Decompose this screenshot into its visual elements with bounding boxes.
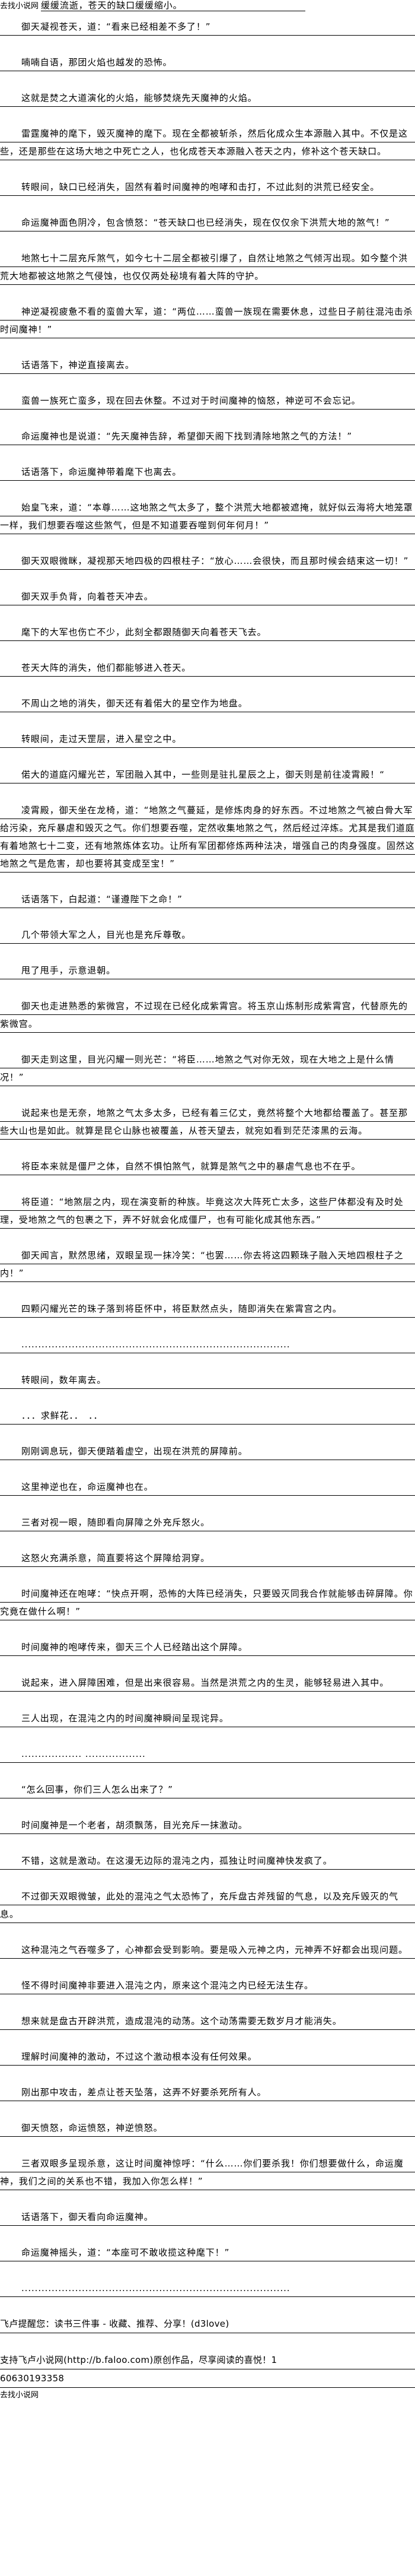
paragraph: 三人出现，在混沌之内的时间魔神瞬间呈现诧异。 [0, 1709, 415, 1727]
paragraph: 御天走到这里，目光闪耀一则光芒：“将臣……地煞之气对你无效，现在大地之上是什么情… [0, 1051, 415, 1086]
paragraph: 不过御天双眼微皱，此处的混沌之气太恐怖了，充斥盘古斧残留的气息，以及充斥毁灭的气… [0, 1887, 415, 1923]
paragraph: 御天愤怒，命运愤怒，神逆愤怒。 [0, 2119, 415, 2137]
paragraph: 说起来也是无奈，地煞之气太多太多，已经有着三亿丈，竟然将整个大地都给覆盖了。甚至… [0, 1104, 415, 1140]
paragraph: 将臣道：“地煞层之内，现在演变新的种族。毕竟这次大阵死亡太多，这些尸体都没有及时… [0, 1193, 415, 1229]
paragraph: 时间魔神的咆哮传来，御天三个人已经踏出这个屏障。 [0, 1638, 415, 1656]
paragraph: 三者对视一眼，随即看向屏障之外充斥怒火。 [0, 1514, 415, 1531]
paragraph: 时间魔神还在咆哮：“快点开啊，恐怖的大阵已经消失，只要毁灭同我合作就能够击碎屏障… [0, 1585, 415, 1620]
paragraph: 蛮兽一族死亡蛮多，现在回去休整。不过对于时间魔神的恼怒，神逆可不会忘记。 [0, 392, 415, 410]
paragraph: 苍天大阵的消失，他们都能够进入苍天。 [0, 659, 415, 677]
paragraph: 不周山之地的消失，御天还有着偌大的星空作为地盘。 [0, 694, 415, 712]
paragraph: 转眼间，缺口已经消失，固然有着时间魔神的咆哮和击打，不过此刻的洪荒已经安全。 [0, 178, 415, 196]
paragraph: 雷霆魔神的麾下，毁灭魔神的麾下。现在全都被斩杀，然后化成众生本源融入其中。不仅是… [0, 125, 415, 160]
top-line: 去找小说网缓缓流逝，苍天的缺口缓缓缩小。 [0, 0, 415, 13]
truncated-text-fragment: 缓缓流逝，苍天的缺口缓缓缩小。 [41, 0, 306, 11]
paragraph: 话语落下，命运魔神带着麾下也离去。 [0, 463, 415, 481]
paragraph: .................. .................. [0, 1745, 415, 1763]
paragraph: 话语落下，神逆直接离去。 [0, 356, 415, 374]
paragraph: 御天双眼微眯，凝视那天地四极的四根柱子：“放心……会很快，而且那时候会结束这一切… [0, 552, 415, 570]
paragraph: 不错，这就是激动。在这漫无边际的混沌之内，孤独让时间魔神快发疯了。 [0, 1852, 415, 1870]
paragraph: ........................................… [0, 1335, 415, 1353]
reading-reminder: 飞卢提醒您：读书三件事 - 收藏、推荐、分享！(d3love) [0, 2315, 415, 2333]
paragraph: ........................................… [0, 2279, 415, 2297]
paragraph: 麾下的大军也伤亡不少，此刻全都跟随御天向着苍天飞去。 [0, 623, 415, 641]
paragraph: 怪不得时间魔神非要进入混沌之内，原来这个混沌之内已经无法生存。 [0, 1977, 415, 1994]
paragraph: 刚刚调息玩，御天便踏着虚空，出现在洪荒的屏障前。 [0, 1442, 415, 1460]
paragraph: 这种混沌之气吞噬多了，心神都会受到影响。要是吸入元神之内，元神弄不好都会出现问题… [0, 1941, 415, 1959]
chapter-content: 御天凝视苍天，道：“看来已经相差不多了！” 喃喃自语，那团火焰也越发的恐怖。这就是… [0, 13, 415, 2297]
paragraph: 命运魔神也是说道：“先天魔神告辞，希望御天阁下找到清除地煞之气的方法！” [0, 427, 415, 445]
paragraph: 说起来，进入屏障困难，但是出来很容易。当然是洪荒之内的生灵，能够轻易进入其中。 [0, 1674, 415, 1692]
paragraph: 命运魔神摇头，道：“本座可不敢收揽这种麾下！” [0, 2244, 415, 2261]
paragraph: 几个带领大军之人，目光也是充斥尊敬。 [0, 926, 415, 944]
paragraph: “怎么回事，你们三人怎么出来了？” [0, 1781, 415, 1798]
site-name-footer: 去找小说网 [0, 2391, 39, 2400]
paragraph: 地煞七十二层充斥煞气，如今七十二层全都被引爆了，自然让地煞之气倾泻出现。如今整个… [0, 249, 415, 285]
paragraph: 御天凝视苍天，道：“看来已经相差不多了！” [0, 18, 415, 36]
support-faloo-link[interactable]: 支持飞卢小说网(http://b.faloo.com)原创作品，尽享阅读的喜悦！… [0, 2351, 415, 2369]
paragraph: 御天双手负背，向着苍天冲去。 [0, 588, 415, 605]
paragraph: 这里神逆也在，命运魔神也在。 [0, 1478, 415, 1496]
paragraph: 四颗闪耀光芒的珠子落到将臣怀中，将臣默然点头，随即消失在紫霄宫之内。 [0, 1300, 415, 1318]
paragraph: 始皇飞来，道：“本尊……这地煞之气太多了，整个洪荒大地都被遮掩，就好似云海将大地… [0, 499, 415, 534]
paragraph: ．．．求鲜花．． ．． [0, 1407, 415, 1425]
paragraph: 命运魔神面色阴冷，包含愤怒：“苍天缺口也已经消失，现在仅仅余下洪荒大地的煞气！” [0, 214, 415, 231]
paragraph: 喃喃自语，那团火焰也越发的恐怖。 [0, 53, 415, 71]
paragraph: 话语落下，御天看向命运魔神。 [0, 2208, 415, 2226]
paragraph: 偌大的道庭闪耀光芒，军团融入其中，一些则是驻扎星辰之上，御天则是前往凌霄殿！“ [0, 766, 415, 783]
paragraph: 转眼间，走过天罡层，进入星空之中。 [0, 730, 415, 748]
paragraph: 转眼间，数年离去。 [0, 1371, 415, 1389]
paragraph: 御天闻言，默然思绪，双眼呈现一抹冷笑：“也罢……你去将这四颗珠子融入天地四根柱子… [0, 1246, 415, 1282]
paragraph: 这怒火充满杀意，简直要将这个屏障给洞穿。 [0, 1549, 415, 1567]
page-code: 60630193358 [0, 2369, 415, 2388]
paragraph: 想来就是盘古开辟洪荒，造成混沌的动荡。这个动荡需要无数岁月才能消失。 [0, 2012, 415, 2030]
paragraph: 刚出那中攻击，差点让苍天坠落，这弄不好要杀死所有人。 [0, 2083, 415, 2101]
paragraph: 甩了甩手，示意退朝。 [0, 962, 415, 979]
paragraph: 这就是焚之大道演化的火焰，能够焚烧先天魔神的火焰。 [0, 89, 415, 107]
paragraph: 三者双眼多呈现杀意，这让时间魔神惊呼：“什么……你们要杀我！你们想要做什么，命运… [0, 2155, 415, 2190]
paragraph: 时间魔神是一个老者，胡须飘荡，目光充斥一抹激动。 [0, 1816, 415, 1834]
paragraph: 理解时间魔神的激动，不过这个激动根本没有任何效果。 [0, 2048, 415, 2066]
site-name-header: 去找小说网 [0, 2, 39, 11]
paragraph: 话语落下，白起道：“谨遵陛下之命！” [0, 890, 415, 908]
paragraph: 神逆凝视疲惫不看的蛮兽大军，道：“两位……蛮兽一族现在需要休息，过些日子前往混沌… [0, 303, 415, 338]
paragraph: 凌霄殿，御天坐在龙椅，道：“地煞之气蔓延，是修炼肉身的好东西。不过地煞之气被白骨… [0, 801, 415, 873]
paragraph: 将臣本来就是僵尸之体，自然不惧怕煞气，就算是煞气之中的暴虐气息也不在乎。 [0, 1157, 415, 1175]
chapter-footer: 飞卢提醒您：读书三件事 - 收藏、推荐、分享！(d3love) 支持飞卢小说网(… [0, 2315, 415, 2403]
paragraph: 御天也走进熟悉的紫微宫，不过现在已经化成紫霄宫。将玉京山炼制形成紫霄宫，代替原先… [0, 997, 415, 1033]
